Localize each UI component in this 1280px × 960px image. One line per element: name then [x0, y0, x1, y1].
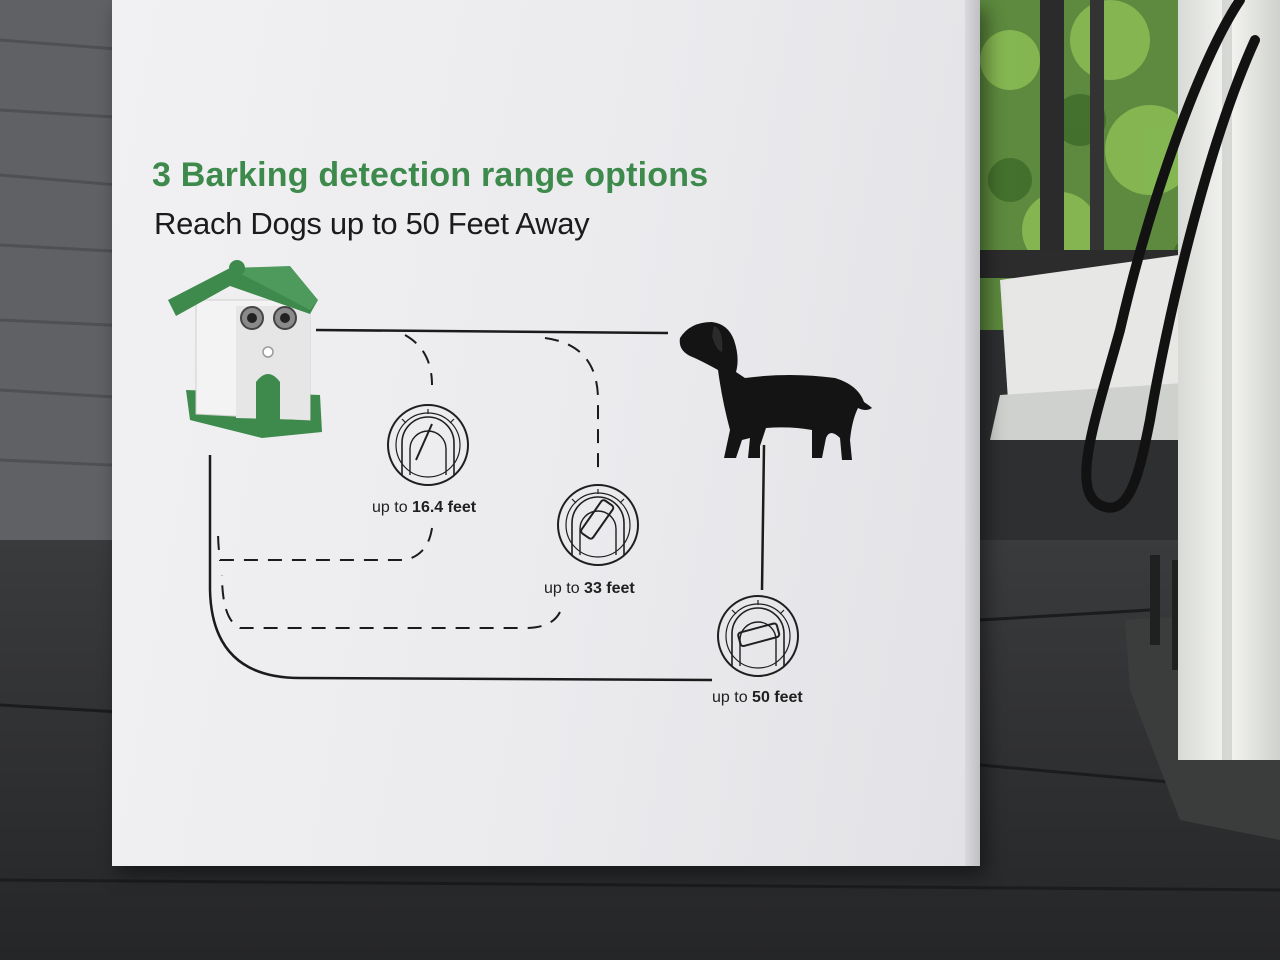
dog-silhouette-icon: [679, 322, 872, 460]
range-label-medium: up to 33 feet: [544, 580, 635, 598]
range-label-long: up to 50 feet: [712, 689, 803, 707]
box-headline: 3 Barking detection range options: [152, 156, 709, 194]
box-side-edge: [965, 0, 980, 866]
range-prefix: up to: [544, 580, 580, 597]
range-prefix: up to: [372, 499, 408, 516]
range-dial-icon: [717, 595, 799, 677]
range-value: 16.4 feet: [412, 499, 477, 516]
range-value: 50 feet: [752, 689, 803, 706]
box-subheadline: Reach Dogs up to 50 Feet Away: [154, 206, 590, 241]
lantern-cord: [1081, 0, 1260, 513]
range-dial-icon: [557, 484, 639, 566]
range-label-short: up to 16.4 feet: [372, 499, 476, 517]
bark-control-house-icon: [168, 260, 322, 438]
range-prefix: up to: [712, 689, 748, 706]
range-dial-icon: [387, 404, 469, 486]
stone-wall: [0, 0, 130, 560]
range-lines: [208, 328, 766, 682]
range-value: 33 feet: [584, 580, 635, 597]
